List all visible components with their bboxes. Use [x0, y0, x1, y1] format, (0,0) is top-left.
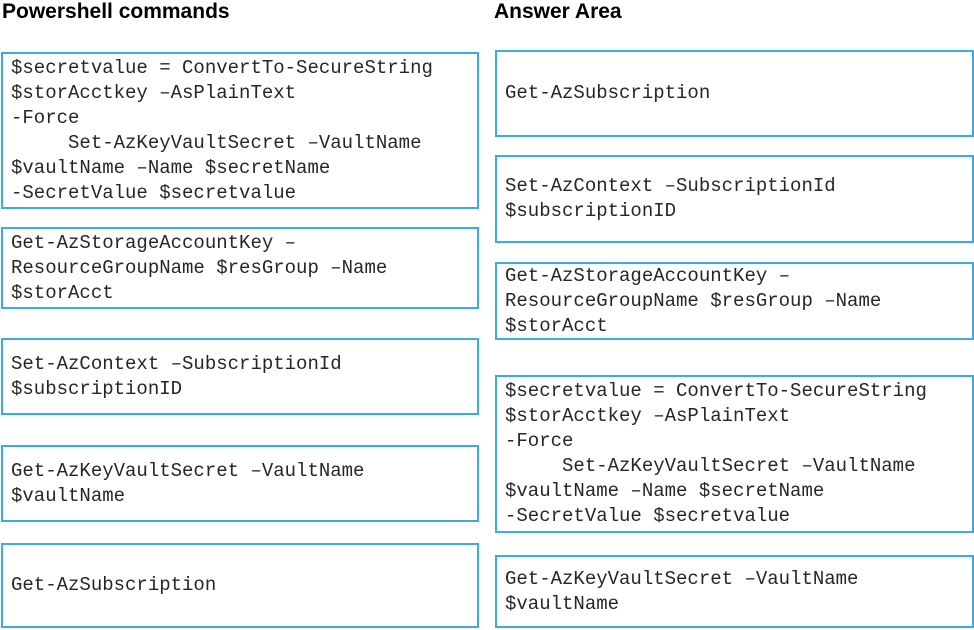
answer-slot-code: Get-AzSubscription	[505, 82, 711, 104]
answer-slot-1[interactable]: Get-AzSubscription	[495, 50, 974, 137]
command-tile-code: Get-AzSubscription	[11, 574, 217, 596]
answer-slot-code: Set-AzContext –SubscriptionId $subscript…	[505, 175, 836, 222]
command-tile-code: Get-AzStorageAccountKey – ResourceGroupN…	[11, 231, 388, 304]
answer-slot-5[interactable]: Get-AzKeyVaultSecret –VaultName $vaultNa…	[495, 555, 974, 628]
command-tile-code: Get-AzKeyVaultSecret –VaultName $vaultNa…	[11, 459, 365, 507]
answer-slot-4[interactable]: $secretvalue = ConvertTo-SecureString $s…	[495, 375, 974, 533]
command-tile-get-storage-key[interactable]: Get-AzStorageAccountKey – ResourceGroupN…	[1, 227, 479, 309]
powershell-commands-title: Powershell commands	[2, 0, 230, 23]
command-tile-get-subscription[interactable]: Get-AzSubscription	[1, 543, 479, 628]
answer-area-title: Answer Area	[494, 0, 622, 23]
command-tile-get-keyvault-secret[interactable]: Get-AzKeyVaultSecret –VaultName $vaultNa…	[1, 445, 479, 522]
command-tile-code: Set-AzContext –SubscriptionId $subscript…	[11, 352, 342, 400]
command-tile-code: $secretvalue = ConvertTo-SecureString $s…	[11, 56, 433, 204]
command-tile-set-secret[interactable]: $secretvalue = ConvertTo-SecureString $s…	[1, 52, 479, 209]
answer-slot-code: Get-AzKeyVaultSecret –VaultName $vaultNa…	[505, 567, 859, 615]
command-tile-set-context[interactable]: Set-AzContext –SubscriptionId $subscript…	[1, 338, 479, 415]
answer-slot-code: $secretvalue = ConvertTo-SecureString $s…	[505, 380, 927, 527]
answer-slot-3[interactable]: Get-AzStorageAccountKey – ResourceGroupN…	[495, 262, 974, 340]
answer-slot-code: Get-AzStorageAccountKey – ResourceGroupN…	[505, 264, 882, 337]
answer-slot-2[interactable]: Set-AzContext –SubscriptionId $subscript…	[495, 155, 974, 243]
